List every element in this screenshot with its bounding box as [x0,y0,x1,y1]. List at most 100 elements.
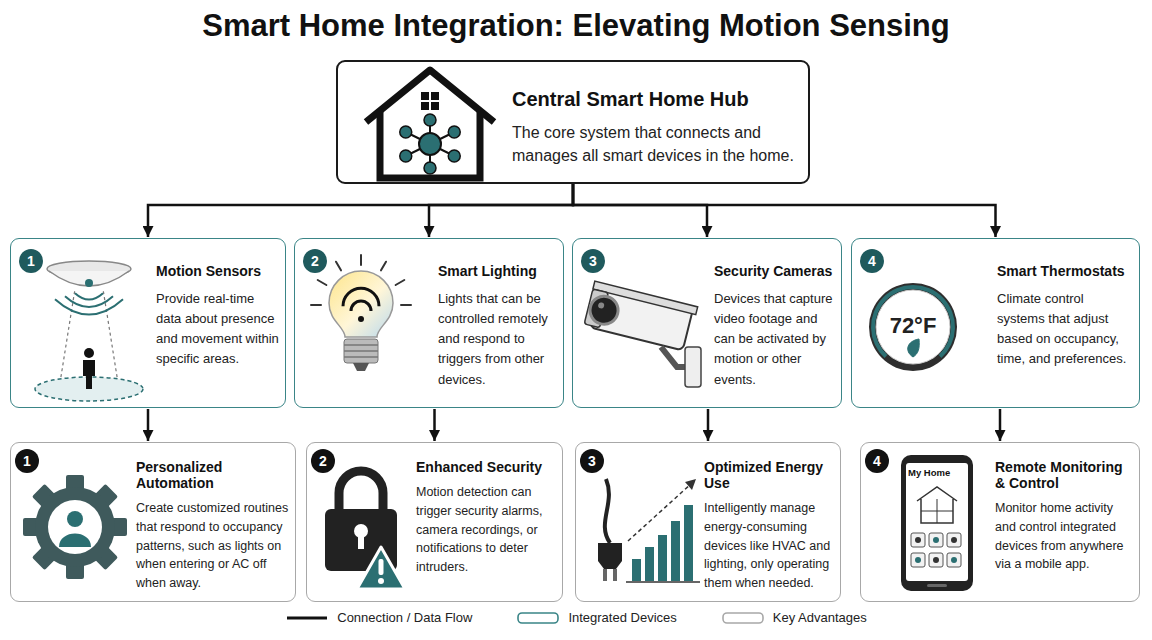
chart-baseline [626,581,700,583]
light-ray [318,280,327,285]
node-heading: Security Cameras [714,263,835,279]
camera-body [584,281,698,351]
network-node [424,162,436,174]
keyhole-slot [358,533,364,549]
app-house [917,487,957,523]
tile-glyph [951,557,957,563]
legend-item: Connection / Data Flow [285,610,472,625]
network-node [400,150,412,162]
phone-body [901,455,973,591]
detection-cone [59,289,119,389]
node-illustration [338,62,512,186]
wifi-arc [351,301,371,311]
connector [429,184,573,237]
light-ray [396,280,405,285]
line-sample [287,616,327,619]
eco-leaf [908,339,919,357]
sensor-wave [75,293,103,299]
trend-arrowhead [685,479,696,490]
sensor-wave [55,299,123,314]
diagram-title: Smart Home Integration: Elevating Motion… [0,8,1152,44]
box-sample [723,613,763,623]
warning-dot [378,578,384,584]
tile-glyph [933,537,939,543]
person-head [84,348,94,358]
bulb-base [344,339,378,363]
legend-item: Integrated Devices [516,610,676,625]
connector [999,409,1002,441]
tile-glyph [951,537,957,543]
home-bar [927,584,947,587]
sensor-lens [85,279,93,287]
base-threads [344,345,378,357]
bulb-tip [353,363,369,371]
wifi-dot [358,316,364,322]
light-ray [401,304,411,306]
node-heading: Remote Monitoring & Control [995,459,1133,491]
warning-triangle [357,547,405,589]
hub-box: Central Smart Home HubThe core system th… [336,60,810,184]
window-bars [421,92,439,110]
network-node [448,126,460,138]
node-heading: Central Smart Home Hub [512,88,794,111]
app-tile [911,533,925,547]
node-body: Monitor home activity and control integr… [995,499,1133,574]
callout-number: 3 [581,249,605,273]
energy-bar [684,505,693,581]
house-window [421,92,439,110]
person-head [67,511,83,527]
tile-glyph [933,557,939,563]
app-screen-title: My Home [908,467,950,478]
energy-bar [671,521,680,581]
callout-number: 4 [865,449,889,473]
network-node [448,150,460,162]
node-body: Motion detection can trigger security al… [416,483,556,577]
connector [433,409,436,441]
app-tile [911,553,925,567]
node-body: Lights that can be controlled remotely a… [438,289,557,390]
tile-glyph [915,557,921,563]
gear-hole [48,500,102,554]
box-sample [518,613,558,623]
trend-line [628,483,692,541]
network-center [419,133,441,155]
callout-number: 1 [19,249,43,273]
app-tile [929,553,943,567]
house-walls [380,112,480,178]
node-heading: Motion Sensors [156,263,279,279]
warning-bar [379,559,384,575]
person-body [83,360,95,389]
node-body: The core system that connects and manage… [512,121,794,167]
node-heading: Smart Lighting [438,263,557,279]
legend-sample [721,611,765,625]
node-heading: Enhanced Security [416,459,556,475]
plug-prong [603,569,607,581]
app-rooms [921,499,953,523]
plug-body [598,543,622,569]
node-body: Intelligently manage energy-consuming de… [704,499,834,593]
legend-text: Connection / Data Flow [337,610,472,625]
connector [573,184,707,237]
app-tile [947,553,961,567]
energy-bar [645,547,654,581]
legend-text: Integrated Devices [568,610,676,625]
callout-number: 1 [15,449,39,473]
energy-bar [632,559,641,581]
advantage-card: Personalized AutomationCreate customized… [10,442,296,602]
gear-body [35,487,115,567]
thermostat-bezel [869,283,957,371]
callout-number: 3 [580,449,604,473]
legend-text: Key Advantages [773,610,867,625]
phone-screen [906,463,968,581]
plug-prong [613,569,617,581]
setpoint-arc [871,285,955,358]
app-tile [947,533,961,547]
legend-item: Key Advantages [721,610,867,625]
advantage-card: Enhanced SecurityMotion detection can tr… [306,442,563,602]
light-ray [360,255,362,265]
sensor-dome [49,271,129,286]
network-node [400,126,412,138]
node-heading: Personalized Automation [136,459,289,491]
lens-glint [598,302,605,309]
